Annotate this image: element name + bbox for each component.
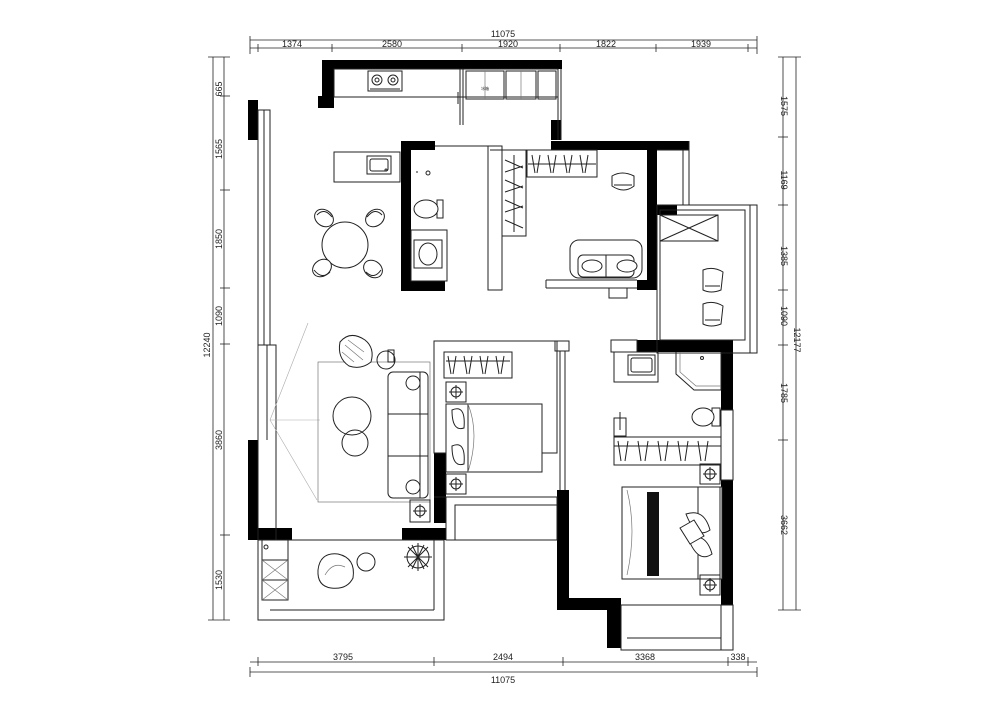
toilet-icon — [413, 199, 444, 219]
appliance-label: 冰箱 — [481, 85, 489, 91]
dim-bottom-seg: 338 — [730, 652, 745, 662]
dim-right-seg: 3662 — [779, 515, 789, 535]
shower-icon — [675, 352, 722, 391]
dim-left-seg: 3860 — [214, 430, 224, 450]
bedroom-master — [613, 412, 723, 596]
dimension-right: 1575 1169 1385 1090 1785 3662 12177 — [778, 56, 802, 611]
wardrobe-left — [501, 149, 527, 237]
dim-right-seg: 1090 — [779, 306, 789, 326]
dim-left-total: 12240 — [202, 332, 212, 357]
dim-bottom-seg: 3368 — [635, 652, 655, 662]
chair-icon — [312, 258, 332, 278]
dim-left-seg: 1850 — [214, 229, 224, 249]
bedroom-middle — [409, 351, 543, 523]
balcony-east — [702, 267, 724, 327]
dining-table — [312, 208, 385, 279]
chair-icon — [363, 259, 383, 279]
dim-left-seg: 665 — [214, 81, 224, 96]
dimension-top: 11075 1374 2580 1920 1822 1939 — [249, 29, 758, 54]
kitchen: 冰箱 — [333, 68, 559, 183]
nightstand-icon — [445, 473, 467, 495]
living-room — [269, 322, 431, 503]
chair-icon — [314, 208, 334, 228]
sink-icon — [413, 239, 443, 269]
bedroom-north — [569, 172, 643, 279]
bed-icon — [445, 403, 543, 473]
wardrobe-icon — [613, 436, 722, 466]
sofa-icon — [387, 371, 429, 499]
bathroom-1 — [410, 170, 448, 282]
chair-icon — [365, 208, 385, 228]
sink-icon — [627, 354, 656, 376]
dim-top-seg: 2580 — [382, 39, 402, 49]
refrigerator-icon: 冰箱 — [465, 70, 505, 100]
dim-left-seg: 1530 — [214, 570, 224, 590]
cabinet-icon — [261, 544, 289, 601]
armchair-icon — [338, 335, 373, 368]
dim-top-seg: 1939 — [691, 39, 711, 49]
sofa-icon — [569, 239, 643, 279]
nightstand-icon — [699, 574, 721, 596]
coffee-table-icon — [332, 396, 372, 457]
nightstand-icon — [445, 381, 467, 403]
stove-icon — [367, 70, 403, 92]
armchair-icon — [317, 553, 354, 589]
dim-left-seg: 1565 — [214, 139, 224, 159]
toilet-icon — [691, 407, 721, 427]
chair-icon — [611, 172, 635, 191]
chair-icon — [702, 301, 724, 327]
outlines — [257, 69, 758, 651]
dimension-bottom: 3795 2494 3368 338 11075 — [249, 652, 758, 685]
sink-icon — [366, 155, 392, 175]
dim-right-seg: 1385 — [779, 246, 789, 266]
nightstand-icon — [699, 463, 721, 485]
dim-right-seg: 1575 — [779, 96, 789, 116]
wardrobe-top — [526, 149, 598, 178]
lamp-icon — [409, 499, 431, 523]
walls — [248, 60, 733, 648]
dim-bottom-total: 11075 — [491, 675, 515, 685]
bathroom-master — [613, 351, 722, 427]
plant-icon — [404, 543, 432, 571]
balcony-left — [261, 543, 432, 601]
dim-right-seg: 1169 — [779, 170, 789, 189]
dim-right-seg: 1785 — [779, 383, 789, 403]
dim-bottom-seg: 2494 — [493, 652, 513, 662]
wardrobe-icon — [443, 351, 513, 379]
bed-icon — [621, 486, 723, 580]
dim-top-seg: 1822 — [596, 39, 616, 49]
dim-top-seg: 1374 — [282, 39, 302, 49]
dimension-left: 12240 665 1565 1850 1090 3860 1530 — [202, 56, 230, 621]
dim-bottom-seg: 3795 — [333, 652, 353, 662]
dim-top-seg: 1920 — [498, 39, 518, 49]
chair-icon — [702, 267, 724, 293]
dim-left-seg: 1090 — [214, 306, 224, 326]
dim-top-total: 11075 — [491, 29, 515, 39]
dim-right-total: 12177 — [792, 327, 802, 352]
